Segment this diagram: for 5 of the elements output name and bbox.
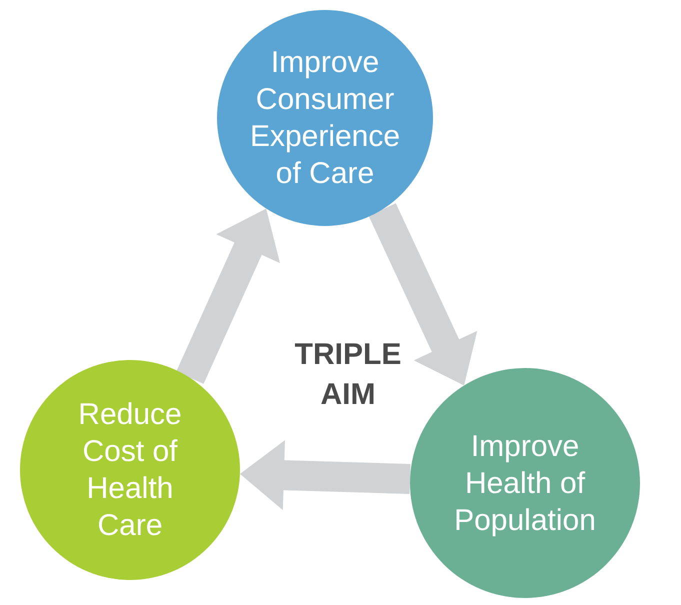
goal-text: Improve Health of Population <box>453 428 597 538</box>
title-text: TRIPLE AIM <box>294 337 402 413</box>
block-arrow <box>239 440 410 510</box>
goal-text: Reduce Cost of Health Care <box>77 397 183 544</box>
goal-text: Improve Consumer Experience of Care <box>248 45 402 192</box>
